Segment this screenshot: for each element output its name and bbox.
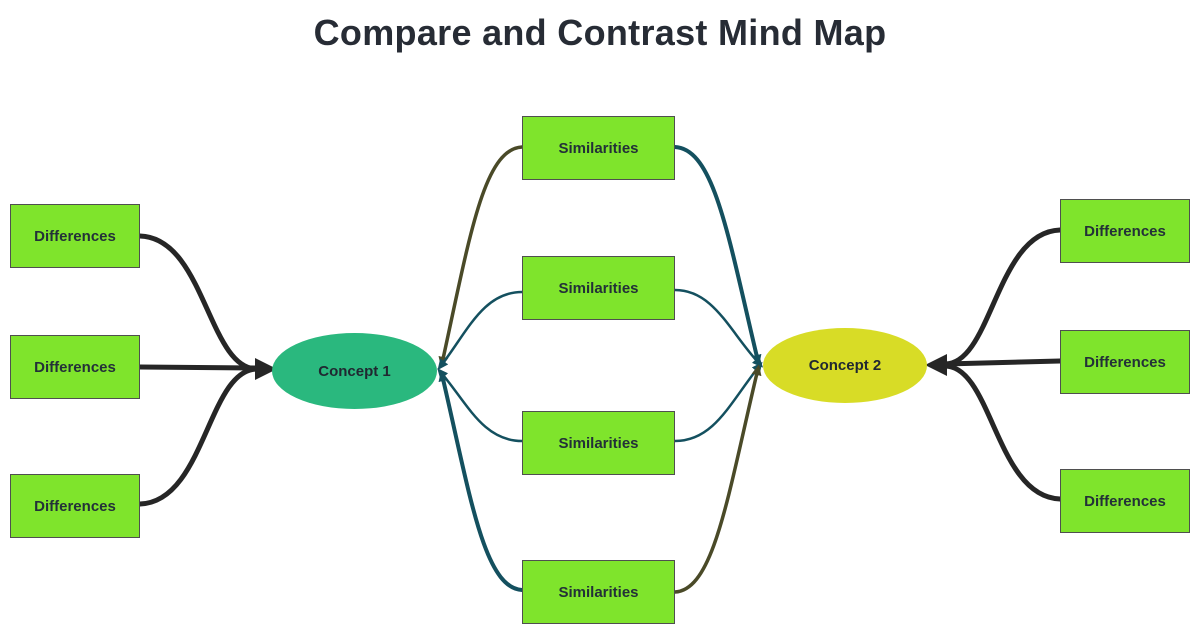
differences-node-left-1[interactable]: Differences: [10, 204, 140, 268]
node-label: Differences: [34, 227, 116, 245]
node-label: Differences: [1084, 222, 1166, 240]
node-label: Differences: [1084, 492, 1166, 510]
node-label: Similarities: [558, 279, 639, 297]
node-label: Similarities: [558, 434, 639, 452]
connector-sim3-right: [673, 361, 763, 443]
page-title: Compare and Contrast Mind Map: [313, 12, 887, 53]
arrowhead-into-concept2-icon: [925, 354, 947, 376]
concept2-node[interactable]: Concept 2: [763, 328, 927, 403]
node-label: Differences: [1084, 353, 1166, 371]
node-label: Similarities: [558, 583, 639, 601]
connector-diff-right-2: [942, 358, 1063, 367]
connector-diff-right-3: [942, 363, 1063, 502]
connector-sim2-right: [673, 288, 764, 368]
connector-diff-left-1: [137, 233, 260, 372]
differences-node-right-2[interactable]: Differences: [1060, 330, 1190, 394]
differences-node-left-3[interactable]: Differences: [10, 474, 140, 538]
similarities-node-2[interactable]: Similarities: [522, 256, 675, 320]
similarities-node-4[interactable]: Similarities: [522, 560, 675, 624]
arrowhead-into-concept1-icon: [255, 358, 277, 380]
concept1-node[interactable]: Concept 1: [272, 333, 437, 409]
connector-sim3-left: [437, 368, 524, 443]
node-label: Differences: [34, 497, 116, 515]
connector-diff-right-1: [942, 227, 1063, 367]
connector-sim1-left: [438, 145, 524, 368]
differences-node-right-1[interactable]: Differences: [1060, 199, 1190, 263]
node-label: Concept 2: [808, 357, 882, 374]
similarities-node-1[interactable]: Similarities: [522, 116, 675, 180]
similarities-node-3[interactable]: Similarities: [522, 411, 675, 475]
connector-sim1-right: [673, 145, 762, 366]
node-label: Differences: [34, 358, 116, 376]
connector-sim4-right: [673, 364, 762, 594]
connector-diff-left-2: [137, 364, 260, 371]
differences-node-right-3[interactable]: Differences: [1060, 469, 1190, 533]
connector-sim4-left: [438, 370, 524, 592]
node-label: Concept 1: [318, 362, 391, 380]
node-label: Similarities: [558, 139, 639, 157]
differences-node-left-2[interactable]: Differences: [10, 335, 140, 399]
connector-sim2-left: [437, 290, 524, 371]
connector-diff-left-3: [137, 366, 260, 507]
